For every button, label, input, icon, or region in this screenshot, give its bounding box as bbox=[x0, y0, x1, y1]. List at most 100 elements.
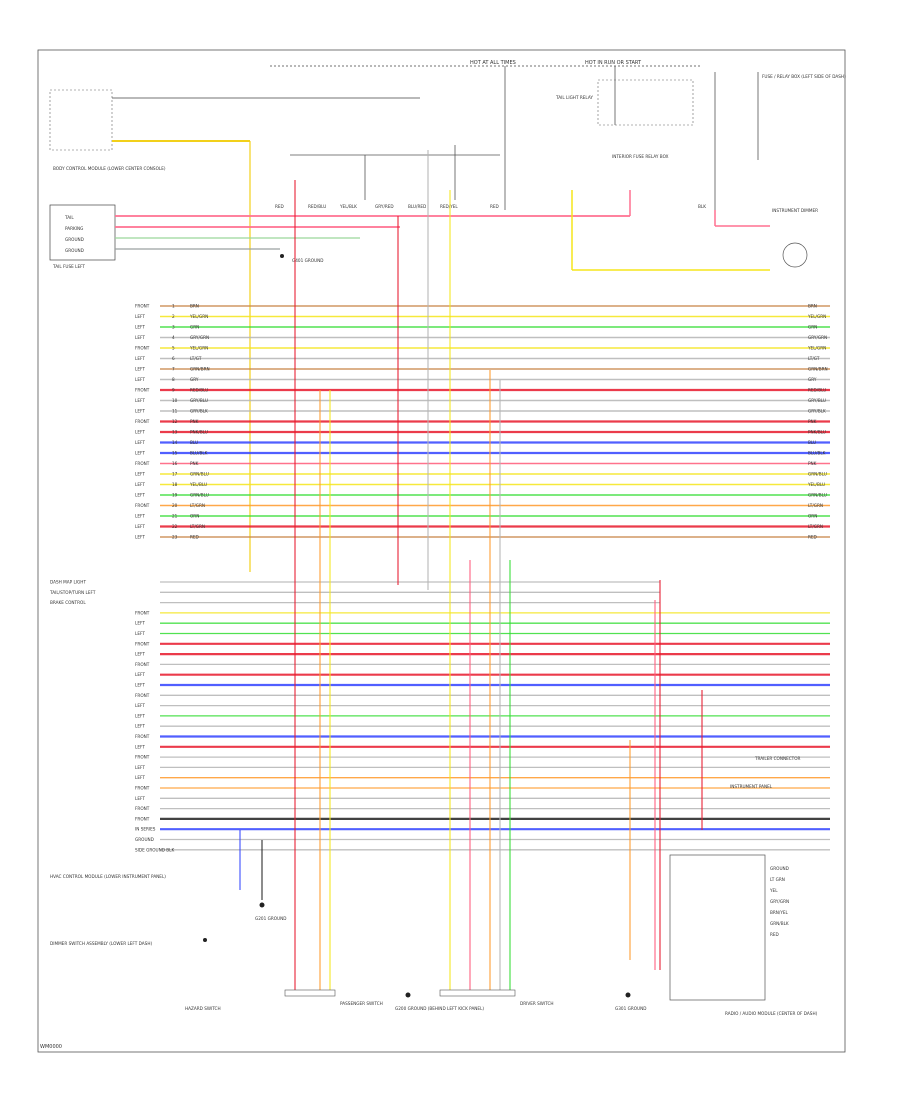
lamp-row-end-wire: YEL/BLU bbox=[807, 482, 825, 487]
lamp-row-label: LEFT bbox=[135, 367, 145, 372]
lamp-row-pin: 14 bbox=[172, 440, 178, 445]
lamp-row-pin: 5 bbox=[172, 346, 175, 351]
g301-ground-label: G301 GROUND bbox=[615, 1006, 646, 1011]
lamp-row-label: LEFT bbox=[135, 482, 145, 487]
lamp-row-label: LEFT bbox=[135, 409, 145, 414]
lower-row-label: LEFT bbox=[135, 652, 145, 657]
lamp-row-end-wire: PNK/BLU bbox=[808, 430, 826, 435]
lower-row-label: GROUND bbox=[135, 837, 154, 842]
lamp-row-wire: GRY/BLK bbox=[190, 409, 208, 414]
lamp-row-label: LEFT bbox=[135, 524, 145, 529]
lamp-row-wire: YEL/GRN bbox=[189, 314, 208, 319]
lower-row-label: LEFT bbox=[135, 775, 145, 780]
lamp-row-wire: GRY bbox=[190, 377, 199, 382]
lamp-row-end-wire: BLU bbox=[808, 440, 816, 445]
lamp-row-end-wire: RED/BLU bbox=[808, 388, 826, 393]
lamp-row-end-wire: GRN/BRN bbox=[808, 367, 828, 372]
lower-row-label: IN SERIES bbox=[135, 827, 156, 832]
lamp-row-wire: GRY/BLU bbox=[190, 398, 208, 403]
lamp-row-label: FRONT bbox=[135, 419, 150, 424]
top-bus: HOT AT ALL TIMES HOT IN RUN OR START bbox=[270, 60, 700, 67]
lamp-row-pin: 9 bbox=[172, 388, 175, 393]
lamp-row-label: FRONT bbox=[135, 503, 150, 508]
lower-row-label: FRONT bbox=[135, 806, 150, 811]
passenger-switch-label: PASSENGER SWITCH bbox=[340, 1001, 383, 1006]
lamp-row-wire: GRN/BRN bbox=[190, 367, 210, 372]
lamp-row-end-wire: LT/GRN bbox=[808, 503, 823, 508]
lamp-row-wire: GRY/GRN bbox=[190, 335, 209, 340]
lamp-row-end-wire: PNK bbox=[808, 461, 817, 466]
lamp-row-wire: PNK bbox=[190, 419, 199, 424]
lamp-row-label: LEFT bbox=[135, 514, 145, 519]
dimmer-assembly-label: DIMMER SWITCH ASSEMBLY (LOWER LEFT DASH) bbox=[50, 941, 152, 946]
lower-row-label: LEFT bbox=[135, 621, 145, 626]
lamp-row-label: FRONT bbox=[135, 346, 150, 351]
lamp-row-label: LEFT bbox=[135, 377, 145, 382]
lamp-row-wire: YEL/GRN bbox=[189, 346, 208, 351]
tail-fuse-row-3: GROUND bbox=[65, 237, 84, 242]
lower-row-label: DASH MAP LIGHT bbox=[50, 580, 86, 585]
hot-in-run-label: HOT IN RUN OR START bbox=[585, 60, 642, 66]
bottom-components: PASSENGER SWITCH DRIVER SWITCH G200 GROU… bbox=[40, 756, 801, 1050]
tail-light-relay-label: TAIL LIGHT RELAY bbox=[555, 95, 593, 100]
lamp-row-wire: LT/GRN bbox=[190, 503, 205, 508]
radio-module-connector: GROUND LT GRN YEL GRY/GRN BRN/YEL GRN/BL… bbox=[669, 854, 818, 1016]
radio-module-label: RADIO / AUDIO MODULE (CENTER OF DASH) bbox=[725, 1011, 818, 1016]
lower-row-label: FRONT bbox=[135, 662, 150, 667]
relay-wire-2: RED/BLU bbox=[308, 204, 326, 209]
connector-pin-6: GRN/BLK bbox=[770, 921, 789, 926]
lamp-row-wire: ORN bbox=[190, 514, 199, 519]
lamp-row-end-wire: YEL/GRN bbox=[807, 314, 826, 319]
lamp-row-pin: 19 bbox=[172, 493, 178, 498]
lower-row-label: TAIL/STOP/TURN LEFT bbox=[49, 590, 96, 595]
body-control-module: BODY CONTROL MODULE (LOWER CENTER CONSOL… bbox=[49, 89, 420, 572]
lamp-row-end-wire: GRY bbox=[808, 377, 817, 382]
lamp-row-pin: 4 bbox=[172, 335, 175, 340]
lamp-row-pin: 3 bbox=[172, 325, 175, 330]
g200-ground-label: G200 GROUND (BEHIND LEFT KICK PANEL) bbox=[395, 1006, 484, 1011]
lamp-row-pin: 7 bbox=[172, 367, 175, 372]
relay-wire-7: RED bbox=[490, 204, 499, 209]
lamp-row-wire: BRN bbox=[190, 304, 199, 309]
body-control-module-label: BODY CONTROL MODULE (LOWER CENTER CONSOL… bbox=[53, 166, 166, 171]
lamp-row-pin: 17 bbox=[172, 472, 178, 477]
lamp-row-pin: 13 bbox=[172, 430, 178, 435]
tail-fuse-row-4: GROUND bbox=[65, 248, 84, 253]
lower-row-label: LEFT bbox=[135, 724, 145, 729]
lamp-row-label: LEFT bbox=[135, 314, 145, 319]
footer-code: WM0000 bbox=[40, 1044, 62, 1050]
hazard-switch-label: HAZARD SWITCH bbox=[185, 1006, 221, 1011]
relay-wire-labels: RED RED/BLU YEL/BLK GRY/RED BLU/RED RED/… bbox=[275, 204, 706, 209]
tail-fuse-left: TAIL FUSE LEFT TAIL PARKING GROUND GROUN… bbox=[49, 204, 400, 269]
lamp-row-end-wire: ORN bbox=[808, 514, 817, 519]
lamp-row-wire: RED bbox=[190, 535, 199, 540]
hot-at-all-times-label: HOT AT ALL TIMES bbox=[470, 60, 516, 66]
lamp-row-end-wire: RED bbox=[808, 535, 817, 540]
lower-row-label: FRONT bbox=[135, 610, 150, 615]
lamp-row-pin: 6 bbox=[172, 356, 175, 361]
lamp-row-pin: 20 bbox=[172, 503, 178, 508]
lamp-row-wire: GRN/BLU bbox=[190, 493, 209, 498]
lower-row-label: FRONT bbox=[135, 734, 150, 739]
lamp-row-label: LEFT bbox=[135, 472, 145, 477]
lamp-row-label: LEFT bbox=[135, 325, 145, 330]
fuse-box-label: FUSE / RELAY BOX (LEFT SIDE OF DASH) bbox=[762, 74, 846, 79]
connector-pin-7: RED bbox=[770, 932, 779, 937]
lamp-row-pin: 8 bbox=[172, 377, 175, 382]
lamp-row-label: FRONT bbox=[135, 304, 150, 309]
lamp-row-pin: 1 bbox=[172, 304, 175, 309]
relay-wire-5: BLU/RED bbox=[408, 204, 426, 209]
lamp-row-pin: 21 bbox=[172, 514, 178, 519]
lamp-row-pin: 10 bbox=[172, 398, 178, 403]
connector-pin-3: YEL bbox=[769, 888, 778, 893]
lamp-row-pin: 2 bbox=[172, 314, 175, 319]
lamp-row-wire: GRN/BLU bbox=[190, 472, 209, 477]
lamp-row-end-wire: GRY/GRN bbox=[808, 335, 827, 340]
lamp-row-wire: LT/GRN bbox=[190, 524, 205, 529]
interior-fuse-relay-label: INTERIOR FUSE RELAY BOX bbox=[612, 154, 669, 159]
lamp-row-pin: 11 bbox=[172, 409, 178, 414]
lamp-row-pin: 18 bbox=[172, 482, 178, 487]
lamp-row-pin: 15 bbox=[172, 451, 178, 456]
